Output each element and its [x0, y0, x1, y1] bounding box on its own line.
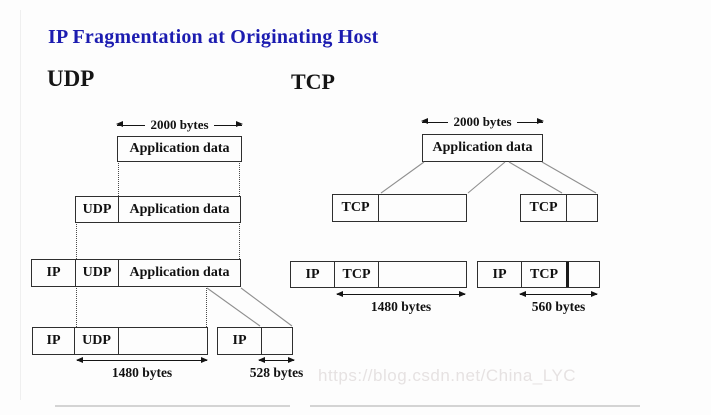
application-data-cell: Application data — [129, 141, 230, 156]
watermark-text: https://blog.csdn.net/China_LYC — [318, 366, 577, 385]
tcp-packet2-size-label: 560 bytes — [531, 299, 586, 314]
udp-fragment2-size-label: 528 bytes — [249, 365, 304, 380]
udp-section-heading: UDP — [47, 66, 95, 91]
double-arrow-icon — [336, 290, 466, 297]
tcp-segment2-box: TCP — [520, 194, 598, 222]
udp-header-cell: UDP — [74, 328, 118, 354]
tcp-segment1-box: TCP — [332, 194, 467, 222]
tcp-packet1-size-label: 1480 bytes — [370, 299, 432, 314]
ip-header-cell: IP — [492, 266, 507, 282]
udp-fragment1-size-label: 1480 bytes — [111, 365, 173, 380]
udp-header-cell: UDP — [75, 260, 118, 286]
payload-cell — [261, 328, 292, 354]
dotted-connector — [76, 288, 77, 327]
udp-datagram-box: UDP Application data — [75, 196, 241, 223]
tcp-header-cell: TCP — [341, 200, 370, 215]
right-arrow-icon — [516, 118, 545, 125]
left-arrow-icon — [115, 121, 146, 128]
udp-application-data-box: Application data — [117, 136, 242, 162]
tcp-header-cell: TCP — [529, 200, 558, 215]
dotted-connector — [76, 224, 77, 259]
udp-ip-packet-box: IP UDP Application data — [31, 259, 241, 287]
dotted-connector — [239, 224, 240, 259]
tcp-packet1-size-arrow: 1480 bytes — [336, 290, 466, 315]
cutoff-box-edge — [310, 405, 640, 407]
tcp-header-cell: TCP — [334, 262, 378, 287]
payload-cell — [566, 195, 597, 221]
cutoff-box-edge — [55, 405, 290, 407]
double-arrow-icon — [519, 290, 598, 297]
udp-fragment2-size-arrow: 528 bytes — [250, 356, 303, 381]
tcp-section-heading: TCP — [291, 69, 335, 94]
udp-total-size-label: 2000 bytes — [150, 117, 209, 132]
ip-header-cell: IP — [46, 333, 61, 348]
left-arrow-icon — [420, 118, 449, 125]
double-arrow-icon — [258, 356, 295, 363]
udp-fragment2-box: IP — [217, 327, 293, 355]
ip-header-cell: IP — [232, 333, 247, 348]
tcp-total-size-arrow: 2000 bytes — [420, 114, 545, 129]
tcp-total-size-label: 2000 bytes — [453, 114, 512, 129]
payload-cell — [566, 262, 599, 287]
tcp-packet2-size-arrow: 560 bytes — [519, 290, 598, 315]
ip-header-cell: IP — [46, 265, 61, 280]
tcp-application-data-box: Application data — [422, 134, 543, 162]
double-arrow-icon — [76, 356, 208, 363]
dotted-connector — [118, 163, 119, 196]
payload-cell — [118, 328, 207, 354]
ip-header-cell: IP — [305, 266, 320, 282]
tcp-ip-packet1-box: IP TCP — [290, 261, 467, 288]
tcp-header-cell: TCP — [521, 262, 566, 287]
udp-fragment1-size-arrow: 1480 bytes — [76, 356, 208, 381]
application-data-cell: Application data — [118, 197, 240, 222]
tcp-ip-packet2-box: IP TCP — [477, 261, 600, 288]
payload-cell — [378, 195, 466, 221]
slide-left-edge-line — [20, 10, 21, 400]
udp-header-cell: UDP — [82, 201, 112, 217]
application-data-cell: Application data — [118, 260, 240, 286]
dotted-connector — [206, 288, 207, 327]
udp-fragment1-box: IP UDP — [32, 327, 208, 355]
page-title: IP Fragmentation at Originating Host — [48, 26, 379, 48]
dotted-connector — [239, 163, 240, 196]
payload-cell — [378, 262, 466, 287]
application-data-cell: Application data — [432, 140, 533, 155]
right-arrow-icon — [213, 121, 244, 128]
udp-total-size-arrow: 2000 bytes — [115, 117, 244, 132]
